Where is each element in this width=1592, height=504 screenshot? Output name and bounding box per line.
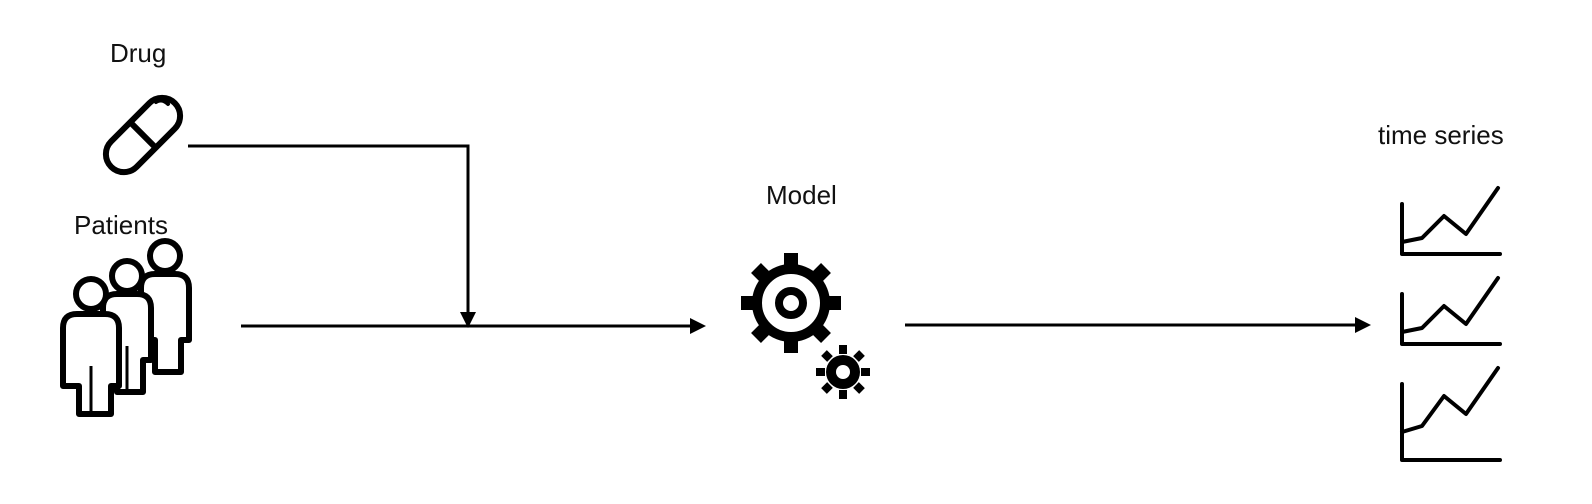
mini-chart-3 bbox=[1400, 366, 1502, 462]
patients-group-icon bbox=[60, 238, 192, 417]
time-series-charts-icon bbox=[1400, 186, 1502, 462]
time-series-label: time series bbox=[1378, 120, 1504, 150]
model-label: Model bbox=[766, 180, 837, 210]
drug-label: Drug bbox=[110, 38, 167, 68]
drug-connector bbox=[188, 144, 470, 314]
output-arrowhead bbox=[1355, 317, 1371, 333]
drug-arrowhead bbox=[460, 312, 476, 328]
model-arrowhead bbox=[690, 318, 706, 334]
gears-icon bbox=[741, 253, 870, 399]
patients-label: Patients bbox=[74, 210, 168, 240]
pill-icon bbox=[102, 94, 184, 176]
mini-chart-1 bbox=[1400, 186, 1502, 256]
mini-chart-2 bbox=[1400, 276, 1502, 346]
